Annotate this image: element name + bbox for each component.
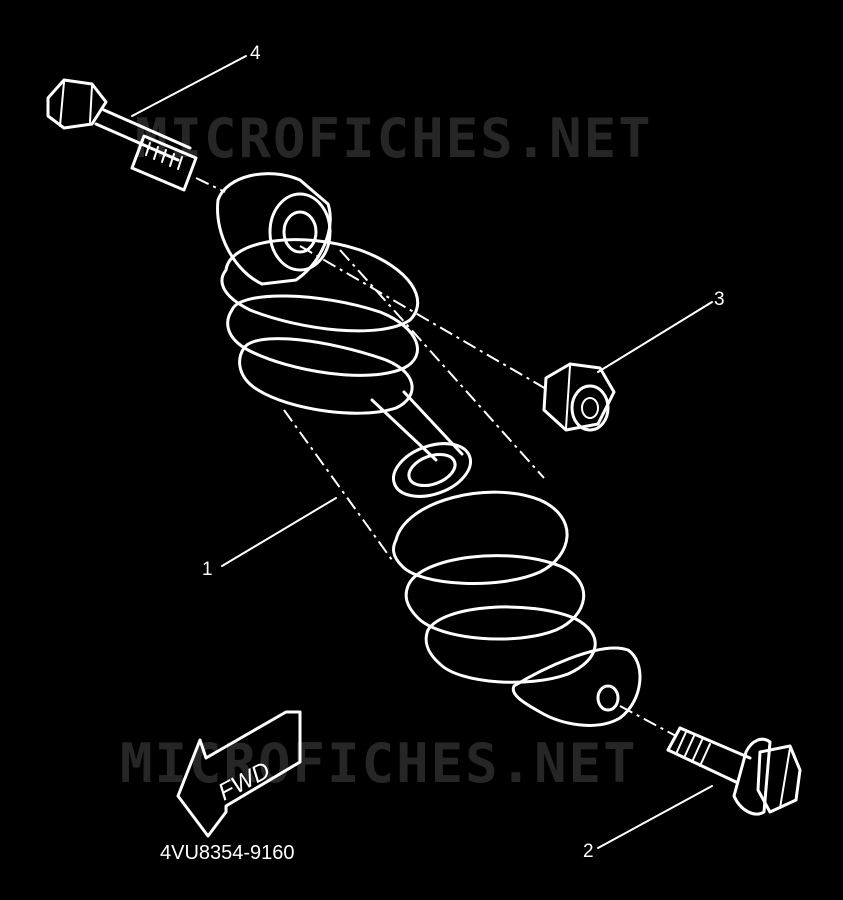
callout-1: 1: [202, 559, 213, 580]
callout-3: 4: [250, 43, 261, 64]
leader-lines: [131, 55, 713, 849]
watermark-bottom: MICROFICHES.NET: [120, 732, 638, 795]
rear-shock-absorber: [216, 172, 642, 727]
callout-4: 3: [714, 289, 725, 310]
watermark-top: MICROFICHES.NET: [135, 107, 653, 170]
lower-flange-bolt: [619, 705, 802, 816]
callout-2: 2: [583, 841, 594, 862]
self-locking-nut: [542, 362, 616, 432]
upper-hex-bolt: [46, 78, 226, 193]
part-code: 4VU8354-9160: [160, 842, 295, 864]
